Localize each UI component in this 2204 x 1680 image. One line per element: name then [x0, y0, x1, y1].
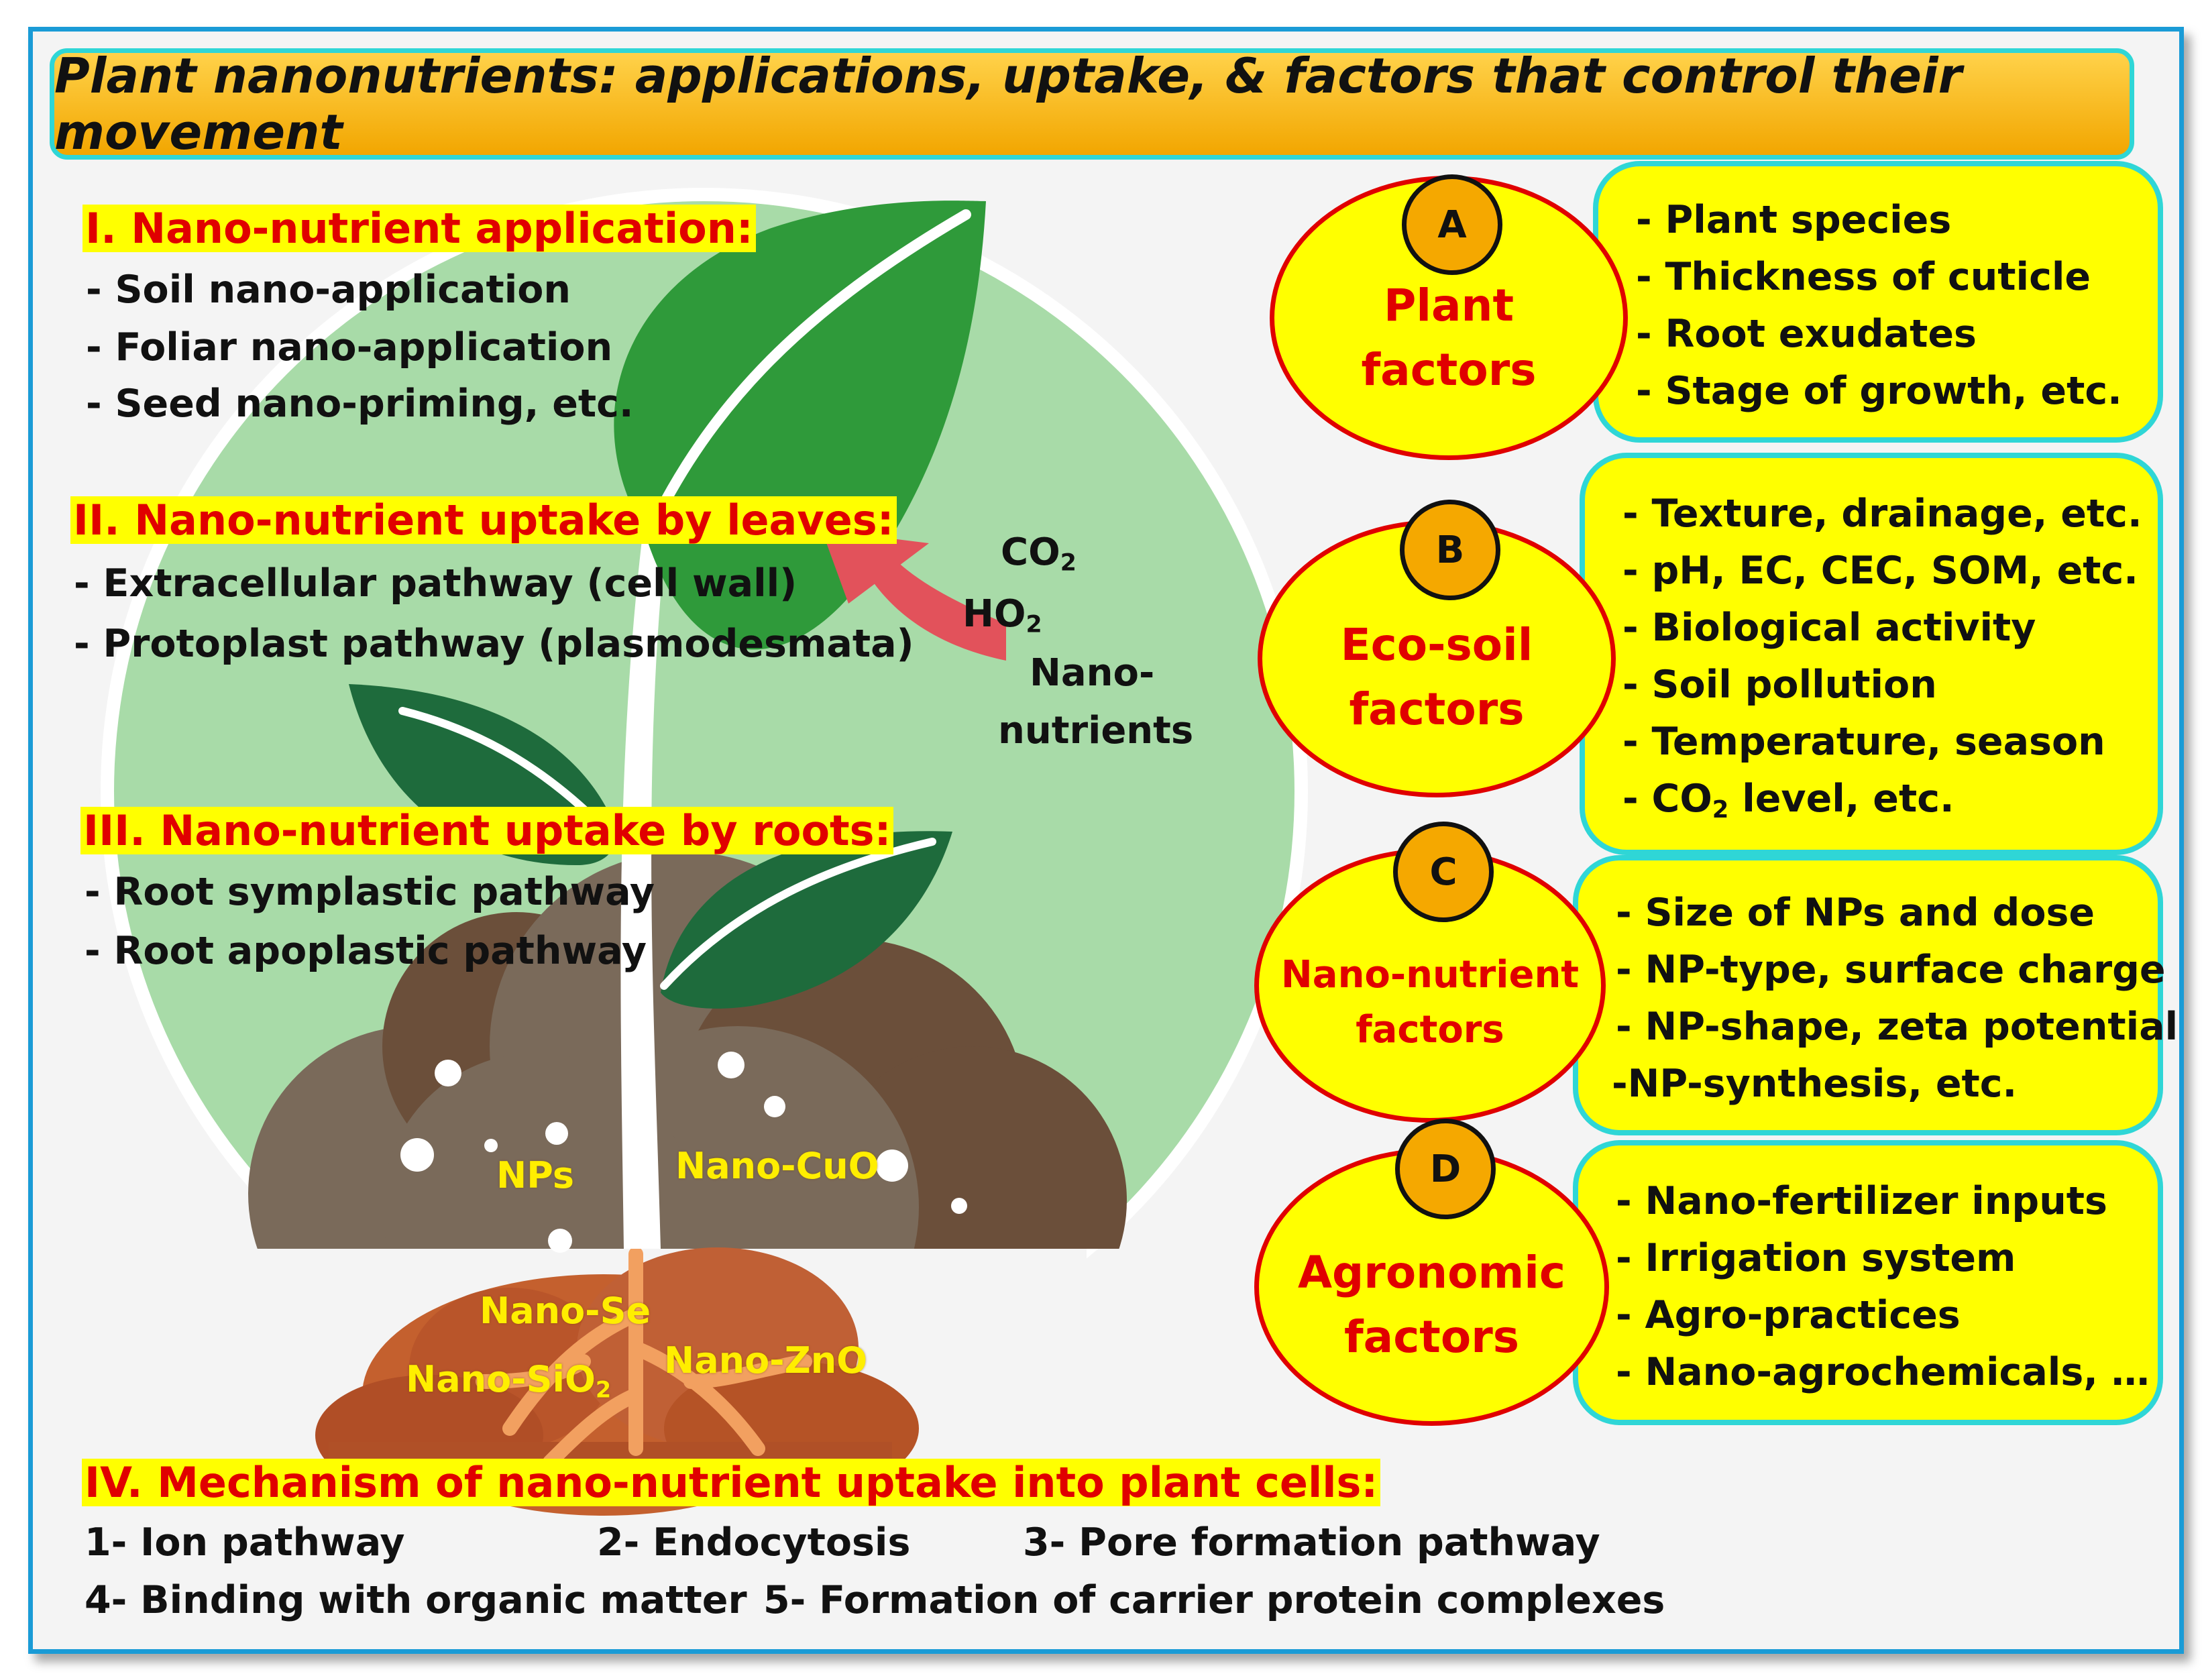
eco-soil-factor-item: - Biological activity: [1622, 606, 2036, 650]
plant-factor-item: - Plant species: [1636, 198, 1952, 242]
eco-soil-factor-item: - Temperature, season: [1622, 720, 2105, 764]
nano-nutrient-factors-label-line1: Nano-nutrient: [1280, 953, 1580, 997]
eco-soil-factor-item: - pH, EC, CEC, SOM, etc.: [1622, 549, 2138, 593]
uptake-arrow: [822, 530, 1006, 661]
mechanism-item: 3- Pore formation pathway: [1023, 1520, 1600, 1565]
leaves-heading: II. Nano-nutrient uptake by leaves:: [70, 496, 897, 544]
ho2-label: HO2: [962, 596, 1042, 638]
application-item: - Foliar nano-application: [86, 325, 613, 370]
nano-cuo-label: Nano-CuO: [675, 1145, 879, 1187]
factor-b-badge: B: [1400, 500, 1500, 600]
eco-soil-factors-label-line2: factors: [1349, 683, 1525, 735]
plant-factor-item: - Thickness of cuticle: [1636, 255, 2091, 299]
agronomic-factor-item: - Nano-fertilizer inputs: [1616, 1179, 2107, 1223]
co2-level-prefix: - CO: [1622, 777, 1712, 821]
nano-sio2-label: Nano-SiO2: [406, 1361, 611, 1401]
roots-heading: III. Nano-nutrient uptake by roots:: [80, 807, 894, 854]
mechanism-item: 2- Endocytosis: [597, 1520, 911, 1565]
co2-text: CO: [1001, 530, 1060, 574]
factor-c-badge: C: [1393, 822, 1494, 922]
eco-soil-factors-label-line1: Eco-soil: [1340, 619, 1533, 671]
co2-subscript: 2: [1060, 549, 1077, 577]
plant-factor-item: - Stage of growth, etc.: [1636, 369, 2122, 413]
ho2-text: HO: [962, 592, 1026, 636]
nano-nutrient-factor-item: - NP-shape, zeta potential: [1616, 1005, 2179, 1049]
factor-d-badge: D: [1395, 1119, 1496, 1219]
application-heading: I. Nano-nutrient application:: [82, 205, 756, 252]
nanonutrients-label-line1: Nano-: [1030, 651, 1155, 695]
eco-soil-factor-item: - Soil pollution: [1622, 663, 1937, 707]
application-item: - Soil nano-application: [86, 268, 571, 312]
leaves-item: - Protoplast pathway (plasmodesmata): [74, 622, 914, 666]
agronomic-factor-item: - Nano-agrochemicals, …: [1616, 1350, 2150, 1394]
mechanism-item: 4- Binding with organic matter: [85, 1578, 747, 1622]
nano-nutrient-factor-item: - NP-type, surface charge: [1616, 948, 2166, 992]
nps-label: NPs: [496, 1154, 574, 1196]
leaves-item: - Extracellular pathway (cell wall): [74, 561, 797, 606]
co2-label: CO2: [1001, 534, 1077, 575]
roots-item: - Root symplastic pathway: [85, 870, 655, 914]
eco-soil-factor-item-co2: - CO2 level, etc.: [1622, 780, 1954, 822]
mechanism-item: 1- Ion pathway: [85, 1520, 405, 1565]
agronomic-factors-label-line1: Agronomic: [1297, 1247, 1566, 1299]
nano-zno-label: Nano-ZnO: [664, 1339, 868, 1382]
nano-sio2-subscript: 2: [595, 1376, 612, 1403]
roots: [476, 1247, 812, 1469]
nano-nutrient-factor-item: -NP-synthesis, etc.: [1612, 1062, 2018, 1106]
nano-se-label: Nano-Se: [480, 1290, 651, 1332]
nano-sio2-text: Nano-SiO: [406, 1358, 596, 1400]
eco-soil-factor-item: - Texture, drainage, etc.: [1622, 492, 2142, 536]
figure-title: Plant nanonutrients: applications, uptak…: [50, 48, 2134, 160]
plant-factors-label-line1: Plant: [1383, 280, 1514, 332]
plant-factor-item: - Root exudates: [1636, 312, 1977, 356]
mechanism-heading: IV. Mechanism of nano-nutrient uptake in…: [82, 1459, 1381, 1506]
agronomic-factor-item: - Agro-practices: [1616, 1293, 1961, 1337]
agronomic-factors-label-line2: factors: [1343, 1311, 1520, 1363]
agronomic-factors-box: - Nano-fertilizer inputs - Irrigation sy…: [1573, 1140, 2163, 1425]
plant-factors-box: - Plant species - Thickness of cuticle -…: [1593, 161, 2163, 443]
stem: [620, 523, 667, 1249]
application-item: - Seed nano-priming, etc.: [86, 382, 634, 426]
nano-nutrient-factor-item: - Size of NPs and dose: [1616, 891, 2095, 935]
mechanism-item: 5- Formation of carrier protein complexe…: [763, 1578, 1665, 1622]
co2-level-subscript: 2: [1712, 795, 1729, 824]
nano-nutrient-factors-box: - Size of NPs and dose - NP-type, surfac…: [1573, 855, 2178, 1135]
eco-soil-factors-box: - Texture, drainage, etc. - pH, EC, CEC,…: [1580, 453, 2163, 855]
agronomic-factor-item: - Irrigation system: [1616, 1236, 2016, 1280]
eco-soil-factors-ellipse: Eco-soil factors: [1258, 520, 1616, 797]
ho2-subscript: 2: [1026, 611, 1042, 638]
plant-factors-label-line2: factors: [1361, 344, 1537, 396]
factor-a-badge: A: [1402, 174, 1502, 275]
roots-item: - Root apoplastic pathway: [85, 929, 647, 973]
nanonutrients-label-line2: nutrients: [998, 709, 1194, 752]
nano-nutrient-factors-label-line2: factors: [1356, 1007, 1504, 1052]
co2-level-suffix: level, etc.: [1728, 777, 1954, 821]
soil-dots: [400, 1052, 967, 1253]
